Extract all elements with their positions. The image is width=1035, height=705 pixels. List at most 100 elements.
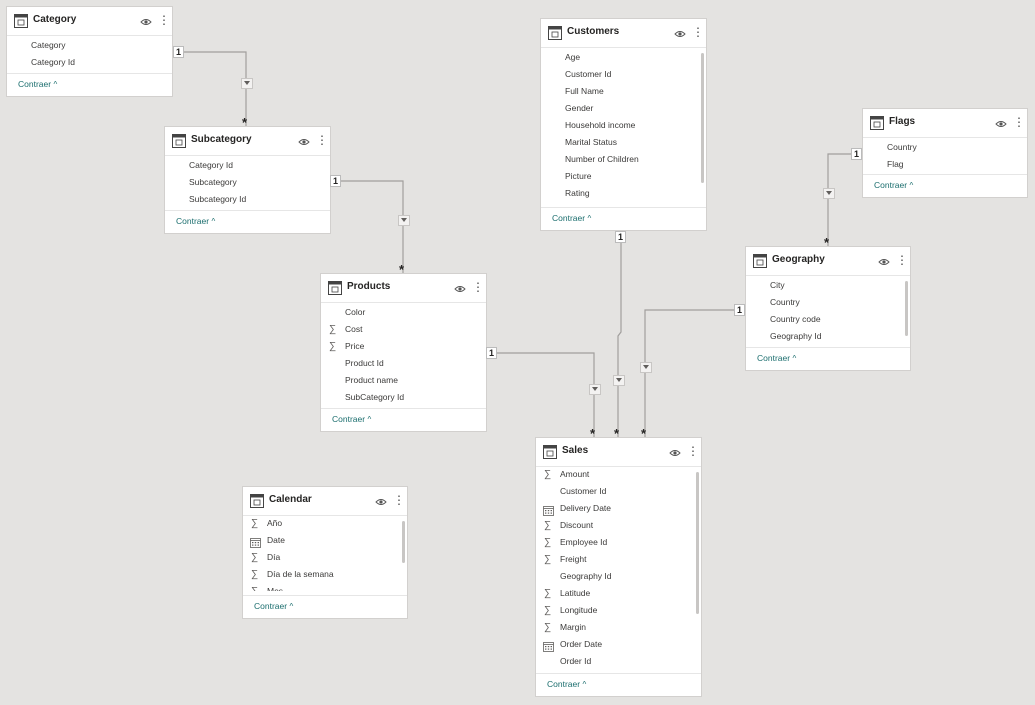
field-row[interactable]: ∑Employee Id: [536, 534, 701, 551]
table-header[interactable]: Category⋮: [7, 7, 172, 36]
field-row[interactable]: Number of Children: [541, 151, 706, 168]
field-row[interactable]: Picture: [541, 168, 706, 185]
field-row[interactable]: Customer Id: [541, 66, 706, 83]
field-row[interactable]: Country code: [746, 311, 910, 328]
field-row[interactable]: Age: [541, 49, 706, 66]
field-row[interactable]: Rating: [541, 185, 706, 199]
field-row[interactable]: Order Id: [536, 653, 701, 670]
link-flags-geography[interactable]: [827, 153, 862, 246]
field-row[interactable]: Full Name: [541, 83, 706, 100]
field-row[interactable]: City: [746, 277, 910, 294]
filter-direction-icon[interactable]: [823, 188, 835, 199]
link-geography-sales[interactable]: [644, 309, 745, 437]
eye-icon[interactable]: [995, 117, 1007, 129]
field-row[interactable]: ∑Cost: [321, 321, 486, 338]
filter-direction-icon[interactable]: [241, 78, 253, 89]
field-row[interactable]: ∑Día: [243, 549, 407, 566]
collapse-button[interactable]: Contraer ^: [18, 79, 57, 89]
collapse-button[interactable]: Contraer ^: [332, 414, 371, 424]
link-category-subcategory[interactable]: [173, 51, 247, 126]
eye-icon[interactable]: [140, 15, 152, 27]
field-row[interactable]: ∑Price: [321, 338, 486, 355]
field-row[interactable]: ∑Freight: [536, 551, 701, 568]
table-header[interactable]: Sales⋮: [536, 438, 701, 467]
field-row[interactable]: ∑Margin: [536, 619, 701, 636]
collapse-button[interactable]: Contraer ^: [874, 180, 913, 190]
filter-direction-icon[interactable]: [613, 375, 625, 386]
field-row[interactable]: Geography Id: [536, 568, 701, 585]
more-options-icon[interactable]: ⋮: [158, 13, 170, 27]
eye-icon[interactable]: [669, 446, 681, 458]
table-header[interactable]: Products⋮: [321, 274, 486, 303]
eye-icon[interactable]: [375, 495, 387, 507]
collapse-button[interactable]: Contraer ^: [547, 679, 586, 689]
more-options-icon[interactable]: ⋮: [393, 493, 405, 507]
field-row[interactable]: ∑Día de la semana: [243, 566, 407, 583]
scrollbar[interactable]: [905, 281, 908, 336]
field-row[interactable]: Category: [7, 37, 172, 54]
field-row[interactable]: Category Id: [7, 54, 172, 71]
collapse-button[interactable]: Contraer ^: [552, 213, 591, 223]
table-header[interactable]: Subcategory⋮: [165, 127, 330, 156]
field-row[interactable]: Product name: [321, 372, 486, 389]
link-products-sales[interactable]: [487, 352, 595, 437]
eye-icon[interactable]: [878, 255, 890, 267]
field-row[interactable]: Gender: [541, 100, 706, 117]
scrollbar[interactable]: [701, 53, 704, 183]
field-row[interactable]: ∑Amount: [536, 466, 701, 483]
field-row[interactable]: Subcategory Id: [165, 191, 330, 208]
filter-direction-icon[interactable]: [398, 215, 410, 226]
field-row[interactable]: Country: [863, 139, 1027, 156]
field-row[interactable]: ∑Longitude: [536, 602, 701, 619]
scrollbar[interactable]: [696, 472, 699, 614]
field-row[interactable]: Customer Id: [536, 483, 701, 500]
collapse-button[interactable]: Contraer ^: [757, 353, 796, 363]
table-header[interactable]: Customers⋮: [541, 19, 706, 48]
field-row[interactable]: Delivery Date: [536, 500, 701, 517]
eye-icon[interactable]: [454, 282, 466, 294]
table-header[interactable]: Geography⋮: [746, 247, 910, 276]
eye-icon[interactable]: [298, 135, 310, 147]
scrollbar[interactable]: [402, 521, 405, 563]
field-row[interactable]: Country: [746, 294, 910, 311]
field-row[interactable]: Geography Id: [746, 328, 910, 345]
more-options-icon[interactable]: ⋮: [1013, 115, 1025, 129]
link-customers-sales[interactable]: [617, 231, 622, 437]
field-row[interactable]: Color: [321, 304, 486, 321]
field-row[interactable]: ∑Mes: [243, 583, 407, 591]
more-options-icon[interactable]: ⋮: [472, 280, 484, 294]
field-row[interactable]: ∑Discount: [536, 517, 701, 534]
field-row[interactable]: ∑Latitude: [536, 585, 701, 602]
collapse-button[interactable]: Contraer ^: [176, 216, 215, 226]
field-row[interactable]: ∑Año: [243, 515, 407, 532]
field-row[interactable]: Household income: [541, 117, 706, 134]
field-row[interactable]: Flag: [863, 156, 1027, 173]
more-options-icon[interactable]: ⋮: [896, 253, 908, 267]
more-options-icon[interactable]: ⋮: [316, 133, 328, 147]
field-row[interactable]: Category Id: [165, 157, 330, 174]
eye-icon[interactable]: [674, 27, 686, 39]
more-options-icon[interactable]: ⋮: [692, 25, 704, 39]
field-row[interactable]: Product Id: [321, 355, 486, 372]
filter-direction-icon[interactable]: [589, 384, 601, 395]
field-row[interactable]: SubCategory Id: [321, 389, 486, 406]
table-header[interactable]: Flags⋮: [863, 109, 1027, 138]
more-options-icon[interactable]: ⋮: [687, 444, 699, 458]
